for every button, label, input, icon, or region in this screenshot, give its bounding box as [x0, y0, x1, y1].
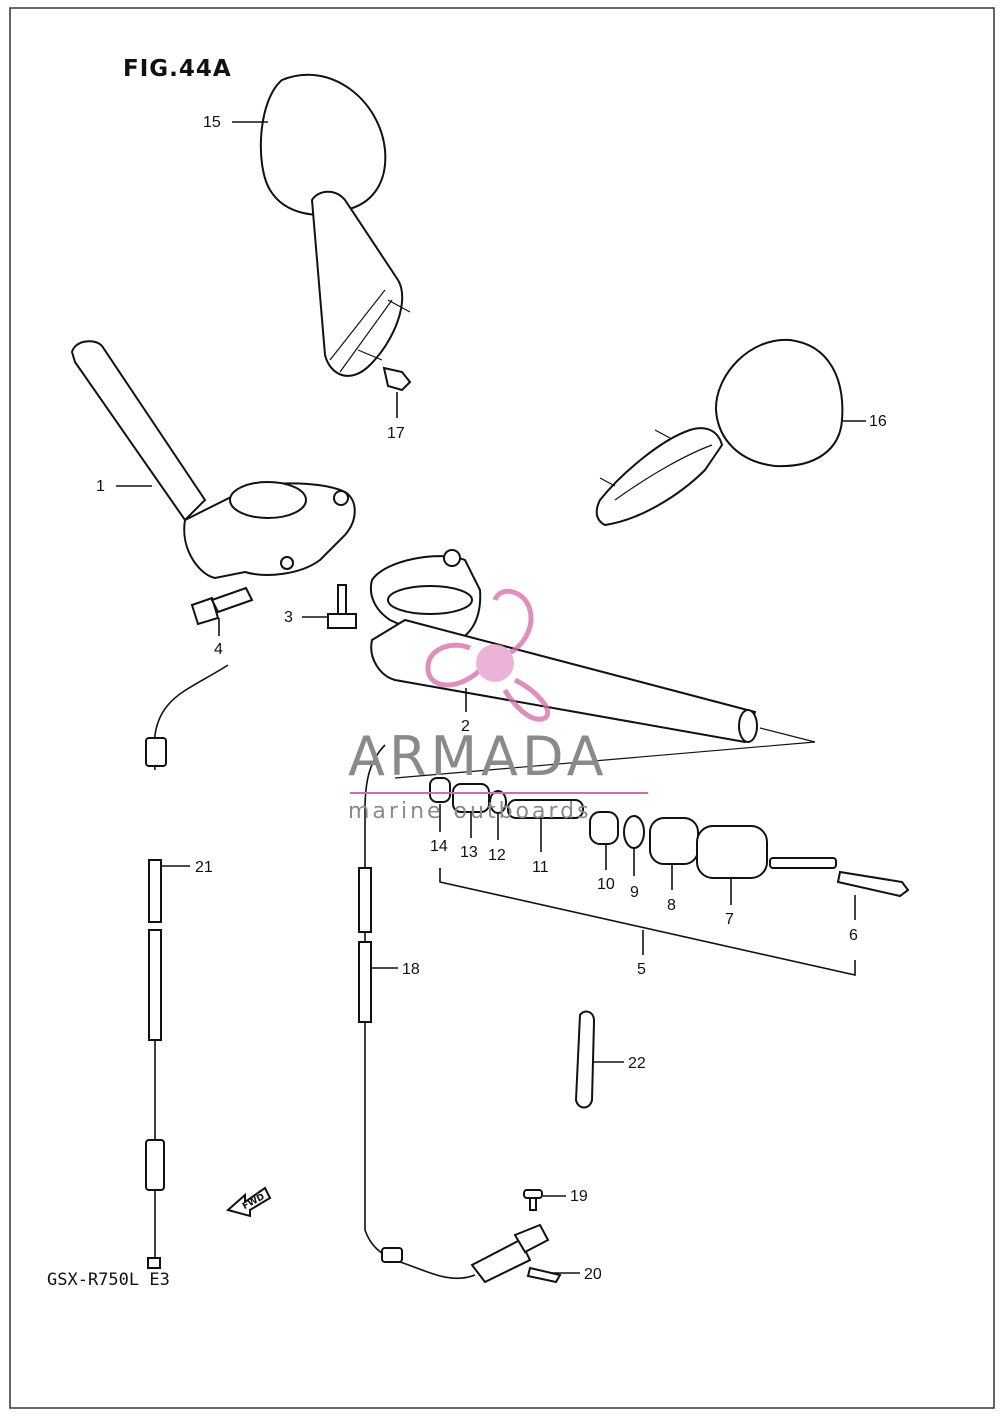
clip-22-part	[574, 1010, 596, 1109]
callout-19: 19	[570, 1188, 588, 1205]
mirror-right-part	[595, 338, 844, 527]
watermark-brand: ARMADA	[348, 725, 608, 788]
leader-lines	[116, 121, 866, 1274]
callout-18: 18	[402, 961, 420, 978]
mirror-left-part	[259, 73, 412, 392]
page-border	[9, 7, 995, 1409]
bar-end-assembly	[429, 777, 910, 976]
propeller-logo-icon	[425, 588, 550, 722]
callout-8: 8	[667, 897, 676, 914]
callout-4: 4	[214, 641, 223, 658]
callout-16: 16	[869, 413, 887, 430]
callout-10: 10	[597, 876, 615, 893]
callout-5: 5	[637, 961, 646, 978]
callout-14: 14	[430, 838, 448, 855]
bolt-4-part	[190, 586, 254, 626]
callout-21: 21	[195, 859, 213, 876]
handlebar-right-part	[370, 549, 816, 779]
callout-15: 15	[203, 114, 221, 131]
callout-2: 2	[461, 718, 470, 735]
callout-11: 11	[532, 859, 549, 876]
callout-3: 3	[284, 609, 293, 626]
callout-20: 20	[584, 1266, 602, 1283]
throttle-cable-21-part	[145, 664, 229, 1269]
pin-20-part	[526, 1266, 562, 1284]
callout-17: 17	[387, 425, 405, 442]
handlebar-left-part	[70, 340, 356, 580]
model-label: GSX-R750L E3	[47, 1270, 170, 1290]
pin-19-part	[523, 1189, 543, 1211]
callout-7: 7	[725, 911, 734, 928]
callout-12: 12	[488, 847, 506, 864]
callout-1: 1	[96, 478, 105, 495]
callout-22: 22	[628, 1055, 646, 1072]
callout-6: 6	[849, 927, 858, 944]
watermark-tagline: marine outboards	[348, 799, 592, 824]
throttle-cable-18-part	[358, 744, 550, 1284]
callout-13: 13	[460, 844, 478, 861]
bolt-3-part	[327, 584, 357, 629]
fwd-arrow-icon: FWD	[225, 1186, 272, 1218]
figure-title: FIG.44A	[123, 56, 232, 82]
callout-9: 9	[630, 884, 639, 901]
